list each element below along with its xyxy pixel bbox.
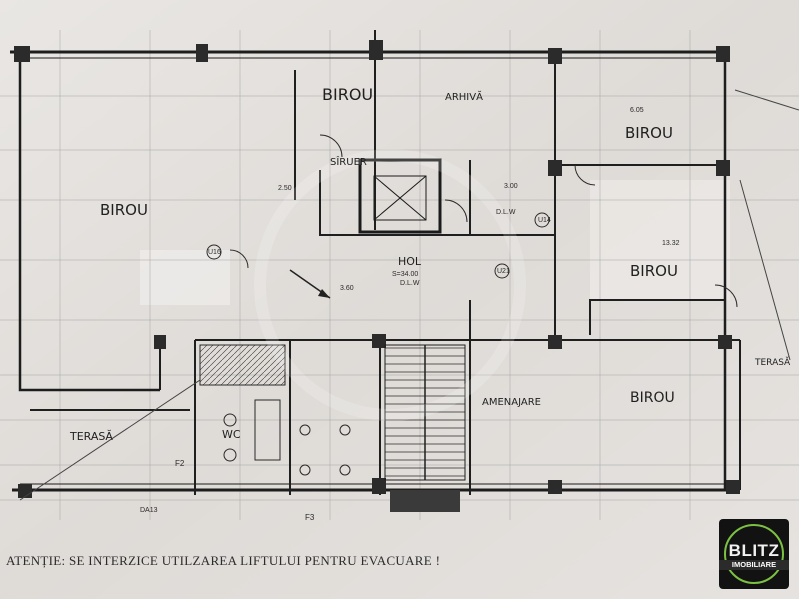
- label-birou-top: BIROU: [322, 85, 373, 104]
- logo-ring: [724, 524, 784, 584]
- logo-sub: IMOBILIARE: [719, 560, 789, 570]
- label-birou-right-low: BIROU: [630, 390, 675, 406]
- grid-f3: F3: [305, 513, 315, 522]
- dim-250: 2.50: [278, 185, 292, 192]
- blitz-logo: BLITZ IMOBILIARE: [719, 519, 789, 589]
- label-birou-right-mid: BIROU: [630, 262, 678, 280]
- logo-brand: BLITZ: [728, 541, 780, 560]
- label-arhiva: ARHIVĂ: [445, 90, 483, 103]
- tag-u16: U16: [208, 249, 221, 256]
- dim-360: 3.60: [340, 285, 354, 292]
- label-dlw-small: D.L.W: [496, 209, 516, 216]
- tag-u21: U21: [497, 268, 510, 275]
- label-hol-area: S=34.00: [392, 271, 418, 278]
- label-stupor: SÎRUER: [330, 155, 367, 168]
- label-hol-floor: D.L.W: [400, 280, 420, 287]
- dim-605: 6.05: [630, 107, 644, 114]
- tag-u14: U14: [538, 217, 551, 224]
- grid-da13: DA13: [140, 507, 158, 514]
- label-terasa-left: TERASĂ: [69, 430, 113, 443]
- label-terasa-right: TERASĂ: [754, 356, 791, 368]
- evacuation-warning: ATENȚIE: SE INTERZICE UTILZAREA LIFTULUI…: [6, 553, 441, 568]
- label-birou-left: BIROU: [100, 201, 148, 219]
- dim-1332: 13.32: [662, 240, 680, 247]
- grid-f2: F2: [175, 459, 185, 468]
- label-birou-right-top: BIROU: [625, 124, 673, 142]
- label-amenajare: AMENAJARE: [482, 397, 541, 408]
- dim-300: 3.00: [504, 183, 518, 190]
- label-hol: HOL: [398, 255, 422, 268]
- watermark: [254, 149, 526, 421]
- label-wc: WC: [222, 428, 241, 441]
